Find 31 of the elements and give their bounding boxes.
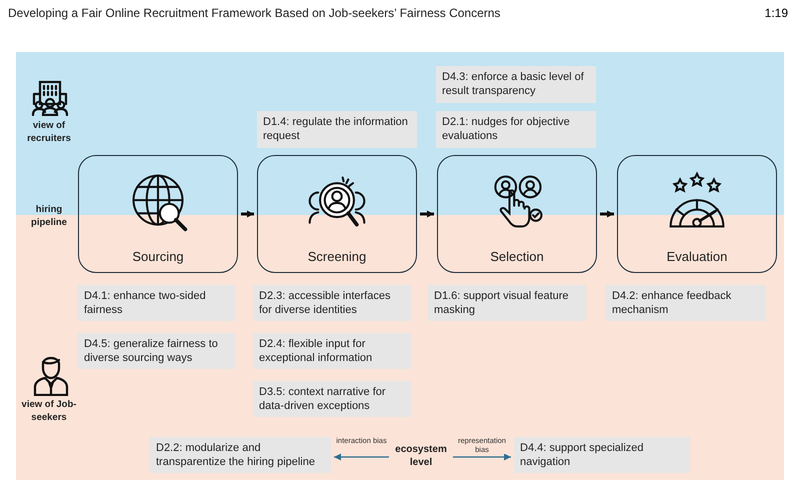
design-note: D4.3: enforce a basic level of result transparency [436,66,596,103]
arrow [420,210,434,218]
role-label: view of Job-seekers [20,398,78,424]
arrow [453,454,511,460]
role-label: view of recruiters [26,119,72,145]
stage-box [78,155,238,273]
stage-box [437,155,597,273]
row-label: hiring pipeline [30,203,68,229]
design-note: D2.2: modularize and transparentize the hiring pipeline [150,437,331,473]
design-note: D1.4: regulate the information request [257,111,417,148]
design-note: D3.5: context narrative for data-driven exceptions [253,381,411,417]
design-note: D2.4: flexible input for exceptional information [253,333,411,369]
design-note: D2.3: accessible interfaces for diverse identities [253,285,411,321]
design-note: D4.2: enhance feedback mechanism [606,285,766,321]
level-label: ecosystem level [392,443,450,471]
arrow [241,210,254,218]
design-note: D4.1: enhance two-sided fairness [78,285,235,321]
page-number: 1:19 [764,6,788,20]
design-note: D1.6: support visual feature masking [428,285,586,321]
stage-box [617,155,777,273]
design-note: D2.1: nudges for objective evaluations [436,111,596,148]
design-note: D4.5: generalize fairness to diverse sourcing ways [78,333,235,369]
header-title: Developing a Fair Online Recruitment Framework Based on Job-seekers’ Fairness Concerns [8,6,500,20]
stage-label: Evaluation [666,249,728,264]
stage-box [257,155,417,273]
stage-label: Selection [489,249,545,264]
stage-label: Sourcing [131,249,185,264]
stage-label: Screening [306,249,368,264]
arrow [334,454,389,460]
design-note: D4.4: support specialized navigation [514,437,690,473]
arrow [600,210,614,218]
